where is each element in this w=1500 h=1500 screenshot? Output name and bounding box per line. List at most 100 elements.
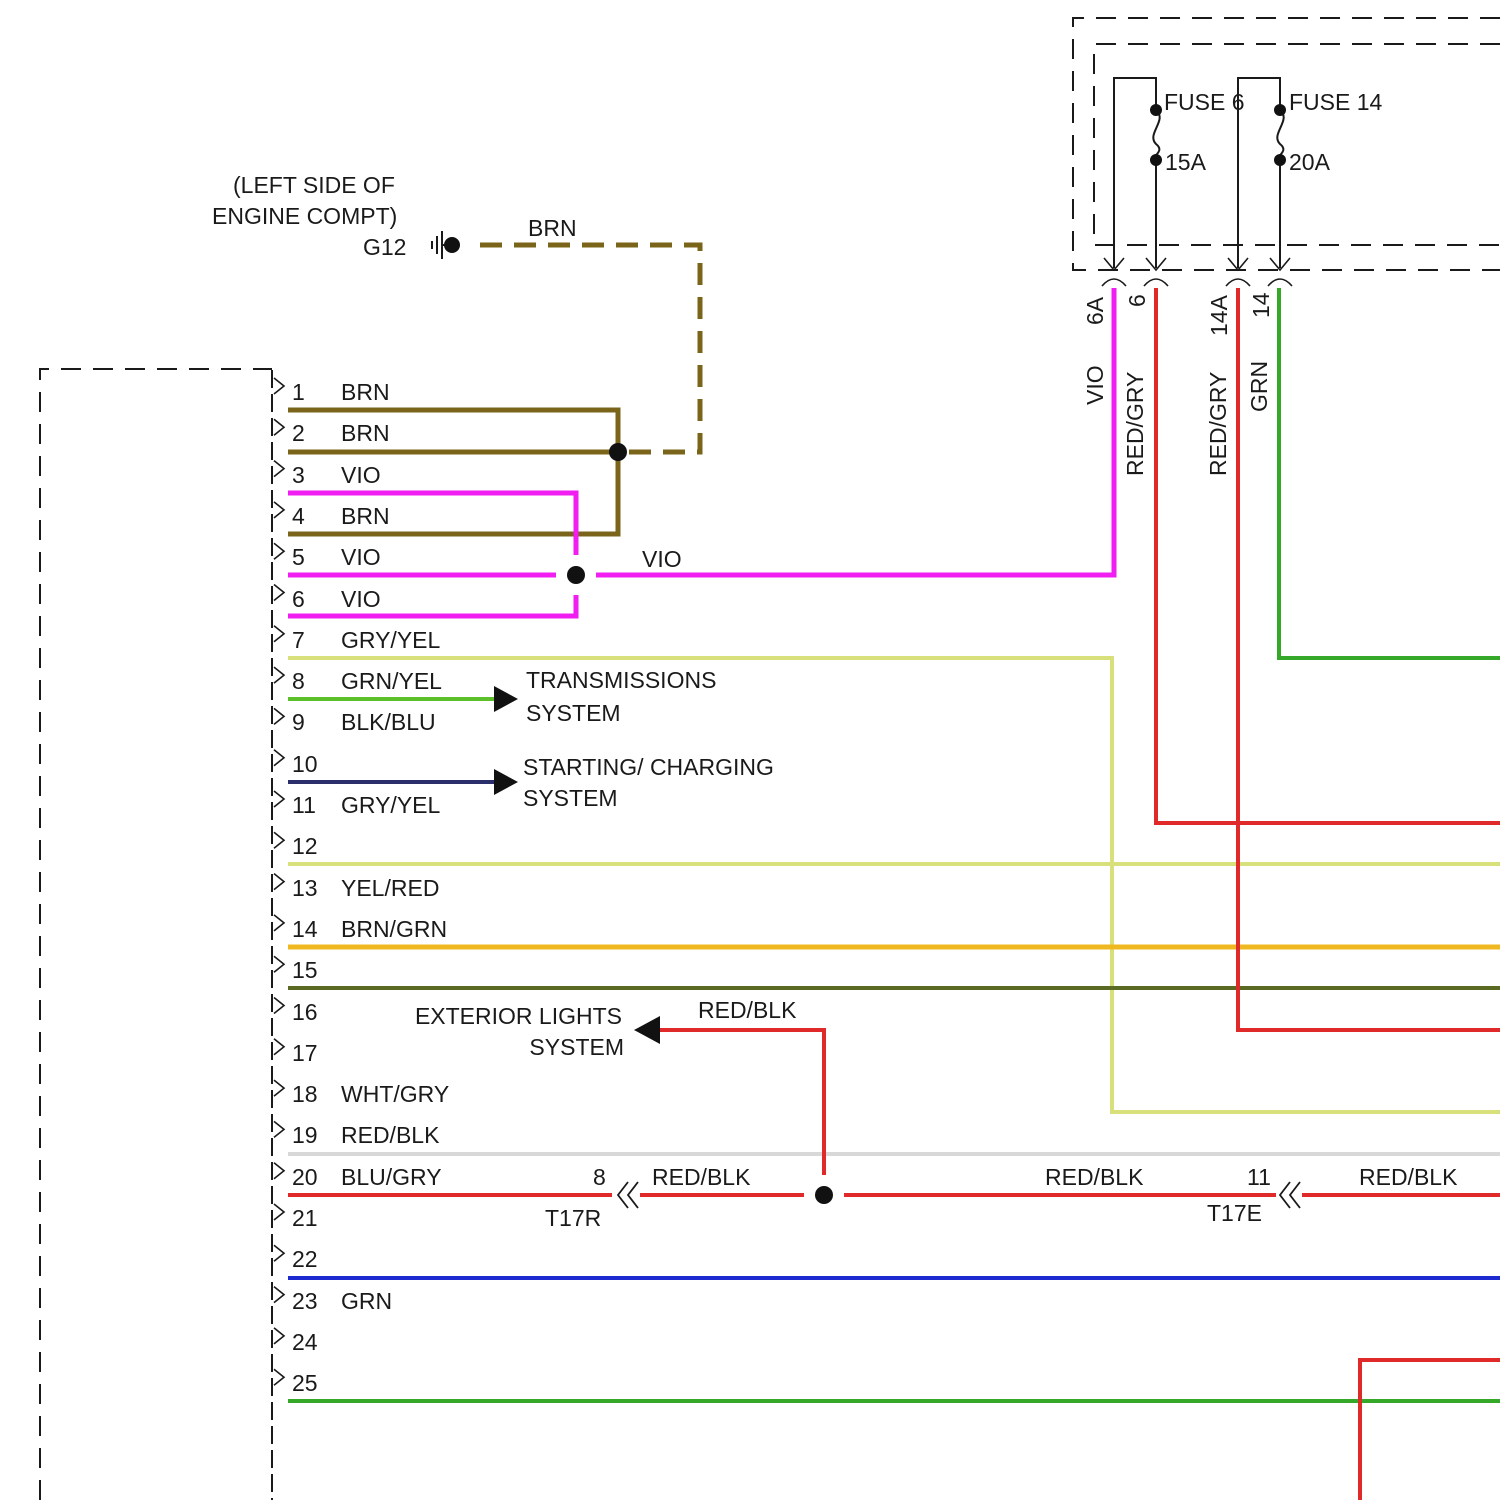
connector-pin-color: VIO <box>341 544 381 570</box>
connector-pin-mark <box>274 1328 284 1344</box>
exterior-lights-line1: EXTERIOR LIGHTS <box>415 1003 622 1029</box>
connector-pin-mark <box>274 956 284 972</box>
fuse-14-label: FUSE 14 <box>1289 89 1383 115</box>
ground-id: G12 <box>363 234 406 260</box>
fuse-14-terminal-bottom <box>1274 154 1286 166</box>
fuse-wire-label-red-gry-2: RED/GRY <box>1205 372 1231 476</box>
arrow-left-icon <box>634 1016 660 1044</box>
wire-pin1-brn <box>288 410 618 452</box>
connector-pin-number: 14 <box>292 916 318 942</box>
connector-pin-number: 8 <box>292 668 305 694</box>
wire-brn-ground <box>480 245 700 452</box>
connector-pin-number: 12 <box>292 833 318 859</box>
splice-brn <box>609 443 627 461</box>
connector-pin-number: 11 <box>292 792 316 818</box>
connector-pin-color: BRN <box>341 420 390 446</box>
connector-pin-mark <box>274 667 284 683</box>
connector-pin-color: VIO <box>341 462 381 488</box>
fuse-wire-label-vio: VIO <box>1082 365 1108 405</box>
connector-pin-color: BRN/GRN <box>341 916 447 942</box>
wire-fuse14-grn <box>1279 288 1500 658</box>
connector-pin-number: 23 <box>292 1288 318 1314</box>
fuse-14-terminal-top <box>1274 104 1286 116</box>
t17r-id-label: T17R <box>545 1205 601 1231</box>
terminal-6a-label: 6A <box>1082 296 1108 325</box>
connector-pin-mark <box>274 543 284 559</box>
wire-pin3-vio <box>288 493 576 555</box>
fuse-box-inner-border <box>1094 44 1500 245</box>
connector-pin-mark <box>274 461 284 477</box>
fuse-14-rating: 20A <box>1289 149 1331 175</box>
exterior-lights-line2: SYSTEM <box>529 1034 624 1060</box>
connector-pin-mark <box>274 1287 284 1303</box>
ground-location-line2: ENGINE COMPT) <box>212 203 397 229</box>
connector-pin-number: 3 <box>292 462 305 488</box>
connector-pin-mark <box>274 750 284 766</box>
wire-pin6-vio <box>288 595 576 616</box>
connector-pin-number: 6 <box>292 586 305 612</box>
connector-pin-mark <box>274 832 284 848</box>
connector-pin-number: 24 <box>292 1329 318 1355</box>
connector-pin-mark <box>274 378 284 394</box>
inline-connector-t17r <box>618 1182 638 1208</box>
vio-trunk-label: VIO <box>642 546 682 572</box>
connector-pin-number: 18 <box>292 1081 318 1107</box>
terminal-14a-label: 14A <box>1206 294 1232 336</box>
connector-pin-color: GRY/YEL <box>341 627 440 653</box>
connector-pin-color: BLK/BLU <box>341 709 436 735</box>
t17e-wire-left-label: RED/BLK <box>1045 1164 1144 1190</box>
connector-pin-number: 2 <box>292 420 305 446</box>
connector-pin-mark <box>274 791 284 807</box>
connector-pin-number: 17 <box>292 1040 318 1066</box>
arrow-right-icon <box>494 686 518 712</box>
connector-pin-color: GRY/YEL <box>341 792 440 818</box>
ground-location-line1: (LEFT SIDE OF <box>233 172 395 198</box>
connector-pin-number: 15 <box>292 957 318 983</box>
wire-fuse6-red-gry <box>1156 288 1500 823</box>
connector-pin-mark <box>274 874 284 890</box>
t17e-pin-label: 11 <box>1247 1164 1271 1190</box>
connector-pin-mark <box>274 419 284 435</box>
connector-pin-color: YEL/RED <box>341 875 439 901</box>
connector-pin-mark <box>274 1121 284 1137</box>
connector-pin-mark <box>274 1163 284 1179</box>
arrow-right-icon <box>494 769 518 795</box>
connector-pin-color: RED/BLK <box>341 1122 440 1148</box>
fuse-wire-label-red-gry-1: RED/GRY <box>1122 372 1148 476</box>
fuse-box-terminal-marks <box>1102 258 1292 286</box>
connector-pin-mark <box>274 1080 284 1096</box>
t17e-id-label: T17E <box>1207 1200 1262 1226</box>
connector-pin-color: WHT/GRY <box>341 1081 449 1107</box>
wire-bottom-right-red <box>1360 1360 1500 1500</box>
connector-pin-color: BRN <box>341 379 390 405</box>
fuse-box-outer-border <box>1073 18 1500 270</box>
splice-red-blk <box>815 1186 833 1204</box>
connector-pin-number: 21 <box>292 1205 318 1231</box>
wire-vio-trunk <box>596 288 1114 575</box>
inline-connector-t17e <box>1280 1182 1300 1208</box>
connector-pin-mark <box>274 708 284 724</box>
connector-pin-mark <box>274 998 284 1014</box>
connector-pin-mark <box>274 915 284 931</box>
t17e-wire-right-label: RED/BLK <box>1359 1164 1458 1190</box>
connector-pin-color: VIO <box>341 586 381 612</box>
connector-pin-color: GRN/YEL <box>341 668 442 694</box>
wire-pin7-gry-yel <box>288 658 1500 1112</box>
terminal-14-label: 14 <box>1248 292 1274 318</box>
ground-wire-label: BRN <box>528 215 577 241</box>
fuse-wire-label-grn: GRN <box>1246 361 1272 412</box>
connector-pin-number: 9 <box>292 709 305 735</box>
connector-pin-mark <box>274 1369 284 1385</box>
connector-pin-number: 7 <box>292 627 305 653</box>
connector-pin-color: GRN <box>341 1288 392 1314</box>
module-housing-border <box>40 369 272 1500</box>
starting-charging-line2: SYSTEM <box>523 785 618 811</box>
fuse-6-label: FUSE 6 <box>1164 89 1245 115</box>
transmission-system-line1: TRANSMISSIONS <box>526 667 716 693</box>
splice-vio <box>567 566 585 584</box>
connector-pin-number: 25 <box>292 1370 318 1396</box>
connector-pin-number: 5 <box>292 544 305 570</box>
fuse-6-terminal-bottom <box>1150 154 1162 166</box>
connector-pin-color: BLU/GRY <box>341 1164 442 1190</box>
